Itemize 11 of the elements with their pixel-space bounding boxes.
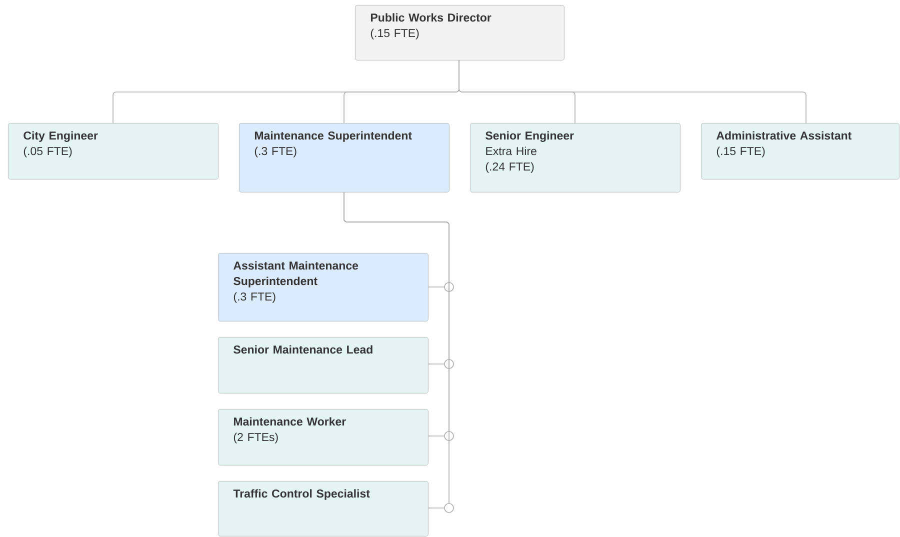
org-box: Maintenance Worker (2 FTEs) xyxy=(218,409,428,466)
org-box: Senior Maintenance Lead xyxy=(218,337,428,394)
org-box: Assistant Maintenance Superintendent (.3 FTE) xyxy=(218,253,428,322)
connector xyxy=(344,192,454,513)
connector xyxy=(458,60,806,124)
org-box: Senior Engineer Extra Hire (.24 FTE) xyxy=(470,123,680,192)
org-box: Maintenance Superintendent (.3 FTE) xyxy=(239,123,450,192)
org-box: City Engineer (.05 FTE) xyxy=(8,123,218,180)
org-box: Public Works Director (.15 FTE) xyxy=(355,5,564,60)
org-box: Administrative Assistant (.15 FTE) xyxy=(701,123,900,180)
org-box: Traffic Control Specialist xyxy=(218,481,428,536)
